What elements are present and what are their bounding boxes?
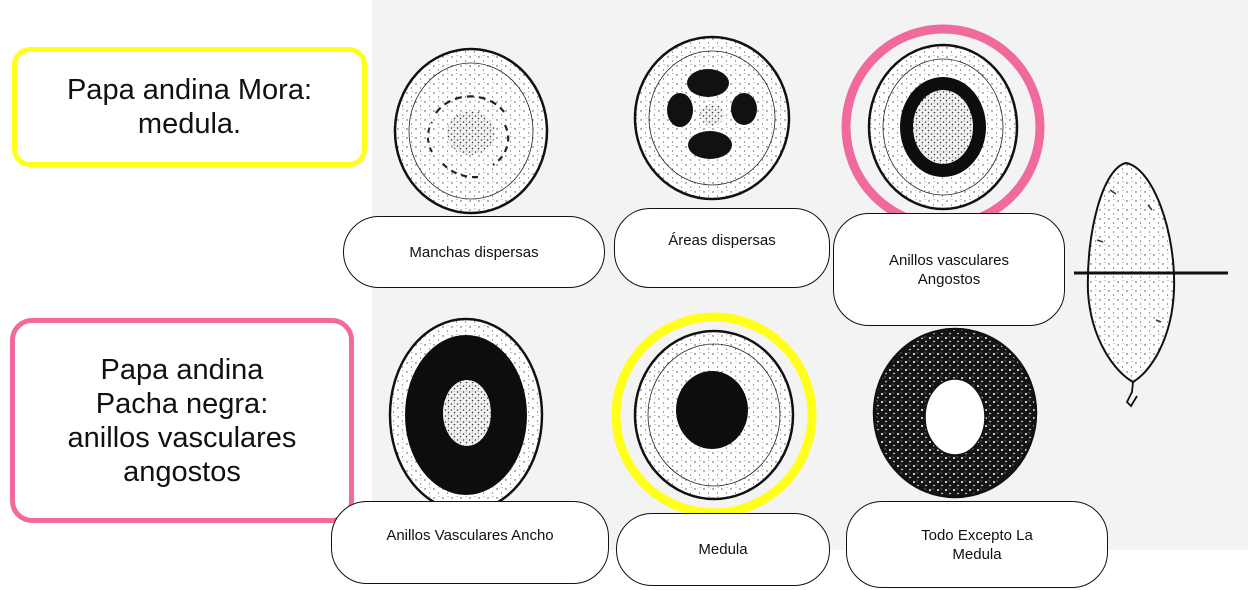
cross-section-areas-dispersas: [635, 37, 789, 199]
label-text: Áreas dispersas: [668, 231, 776, 250]
label-areas-dispersas: Áreas dispersas: [614, 208, 830, 288]
label-text: Anillos Vasculares Ancho: [386, 526, 553, 545]
callout-papa-pacha-negra: Papa andina Pacha negra: anillos vascula…: [10, 318, 354, 523]
callout-line: angostos: [68, 455, 297, 489]
callout-line: Pacha negra:: [68, 387, 297, 421]
label-todo-excepto-medula: Todo Excepto La Medula: [846, 501, 1108, 588]
label-text: Medula: [921, 545, 1033, 564]
label-manchas-dispersas: Manchas dispersas: [343, 216, 605, 288]
callout-line: Papa andina Mora:: [67, 73, 312, 107]
callout-line: medula.: [67, 107, 312, 141]
cross-section-anillos-ancho: [390, 319, 542, 511]
label-text: Medula: [698, 540, 747, 559]
label-anillos-ancho: Anillos Vasculares Ancho: [331, 501, 609, 584]
cross-section-medula: [635, 331, 793, 499]
label-anillos-angostos: Anillos vasculares Angostos: [833, 213, 1065, 326]
label-text: Angostos: [889, 270, 1009, 289]
label-text: Manchas dispersas: [409, 243, 538, 262]
cross-section-manchas-dispersas: [395, 49, 547, 213]
callout-line: Papa andina: [68, 353, 297, 387]
cross-section-todo-excepto-medula: [874, 329, 1036, 497]
callout-line: anillos vasculares: [68, 421, 297, 455]
label-text: Anillos vasculares: [889, 251, 1009, 270]
callout-papa-mora: Papa andina Mora: medula.: [12, 47, 367, 167]
label-medula: Medula: [616, 513, 830, 586]
label-text: Todo Excepto La: [921, 526, 1033, 545]
cross-section-anillos-angostos: [869, 45, 1017, 209]
